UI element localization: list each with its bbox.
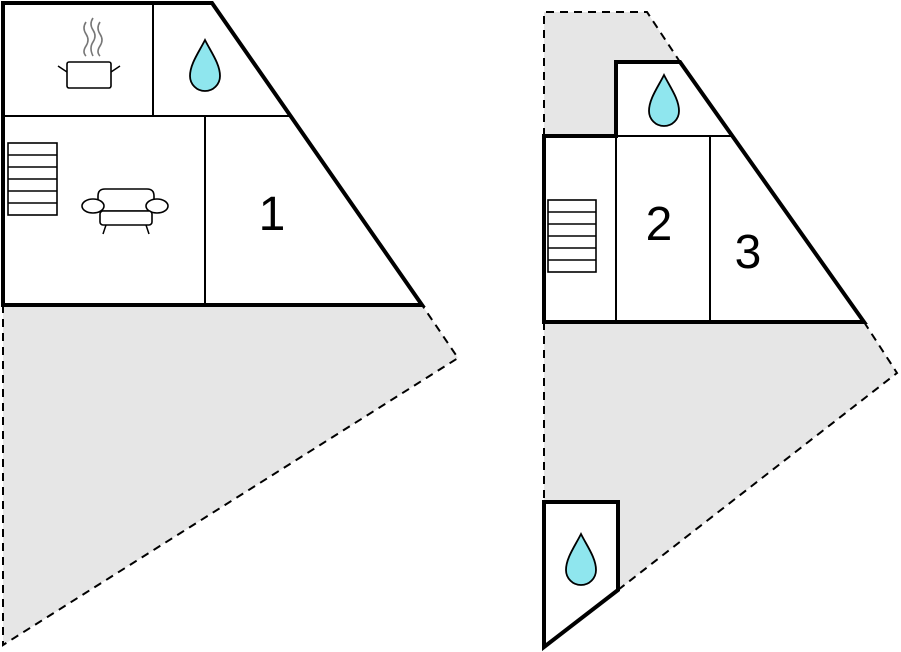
room-number-2: 2 <box>646 198 673 251</box>
terrace-left <box>3 305 458 645</box>
terrace-right-outline-edge <box>617 321 899 591</box>
sofa-icon <box>81 188 169 235</box>
floor-left: 1 <box>1 1 460 647</box>
floor-right-walls <box>542 60 868 324</box>
room-number-1: 1 <box>259 188 286 241</box>
terrace-left-outline <box>2 304 460 647</box>
void-upper-right <box>544 12 680 136</box>
water-drop-icon <box>648 72 680 127</box>
terrace-right <box>544 322 897 590</box>
stairs-icon <box>7 142 58 216</box>
floor-left-outline <box>2 2 424 306</box>
kitchen-pot-icon <box>57 17 121 89</box>
room-number-3: 3 <box>735 226 762 279</box>
water-drop-icon <box>565 531 597 586</box>
stairs-icon <box>547 199 597 273</box>
bathroom-lower-walls <box>542 500 620 652</box>
floor-left-walls <box>1 1 426 307</box>
void-upper-right-outline <box>543 11 681 136</box>
floor-right: 2 3 <box>542 11 899 652</box>
water-drop-icon <box>189 37 221 92</box>
